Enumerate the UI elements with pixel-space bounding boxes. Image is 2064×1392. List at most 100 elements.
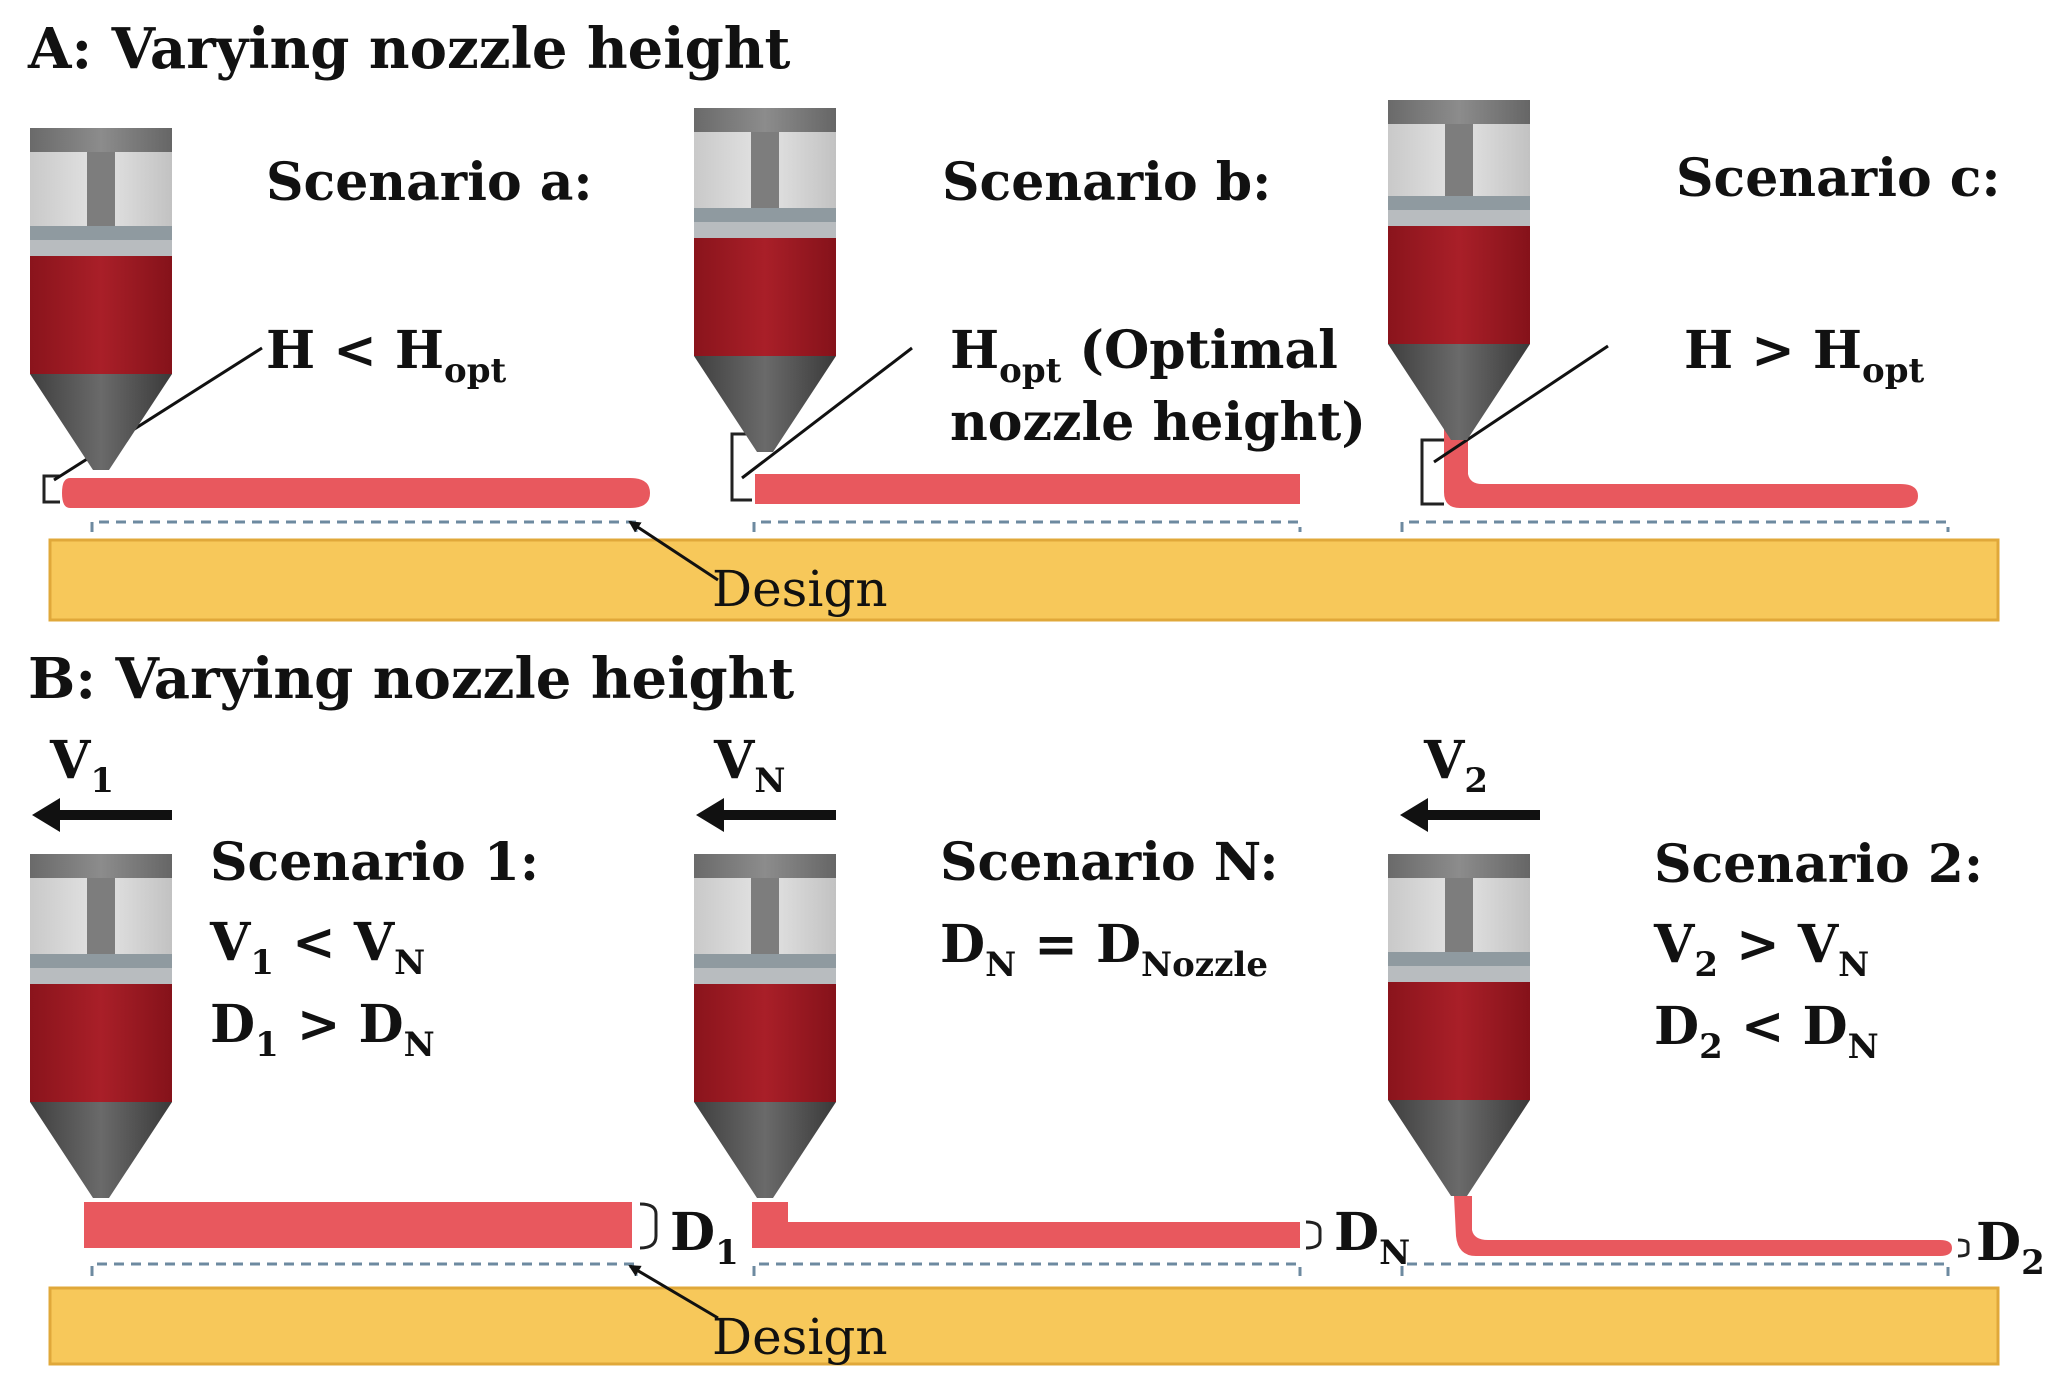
bioink-fill — [30, 256, 172, 374]
design-line-a1 — [90, 520, 638, 532]
diameter-bracket-1 — [639, 1202, 658, 1250]
bead-scenario-1 — [84, 1202, 632, 1248]
design-baselines-b — [90, 1262, 1950, 1276]
bead-scenario-n — [752, 1202, 1300, 1248]
syringe-scenario-a — [30, 128, 172, 470]
scenario-b-title: Scenario b: — [942, 152, 1271, 213]
diameter-label-n: DN — [1334, 1202, 1410, 1273]
gap-bracket-c — [1420, 438, 1444, 506]
syringes — [30, 100, 1530, 1198]
plunger-seal — [1388, 210, 1530, 226]
nozzle-tip — [1388, 344, 1530, 440]
design-label-a: Design — [712, 560, 888, 618]
syringe-cap — [694, 108, 836, 132]
plunger-seal — [1388, 966, 1530, 982]
design-baselines-a — [90, 520, 1950, 532]
scenario-2-eq1: V2 > VN — [1653, 914, 1869, 985]
scenario-a-title: Scenario a: — [266, 152, 593, 213]
plunger-piston — [30, 226, 172, 240]
velocity-indicators: V1 VN V2 — [32, 730, 1540, 832]
syringe-cap — [1388, 100, 1530, 124]
panel-b: B: Varying nozzle height V1 VN V2 — [28, 646, 2045, 1366]
syringe-cap — [694, 854, 836, 878]
plunger-rod — [87, 152, 115, 226]
plunger-rod — [87, 878, 115, 954]
plunger-rod — [751, 878, 779, 954]
design-label-b: Design — [712, 1308, 888, 1366]
scenario-n-title: Scenario N: — [940, 832, 1279, 893]
bioink-fill — [694, 238, 836, 356]
syringe-scenario-b — [694, 108, 836, 452]
direction-arrow-icon — [696, 798, 836, 832]
gap-bracket-b — [730, 432, 752, 502]
nozzle-tip — [694, 1102, 836, 1198]
bioink-fill — [694, 984, 836, 1102]
substrate-b — [48, 1286, 2000, 1366]
plunger-piston — [1388, 196, 1530, 210]
diameter-brackets — [639, 1202, 1970, 1258]
design-line-a2 — [752, 520, 1302, 532]
scenario-b-relation-line2: nozzle height) — [950, 392, 1366, 453]
scenario-2-title: Scenario 2: — [1654, 834, 1983, 895]
scenario-1-eq1: V1 < VN — [209, 912, 425, 983]
design-line-b2 — [752, 1262, 1302, 1276]
bead-scenario-b — [755, 474, 1300, 504]
scenario-b-relation: Hopt (Optimal — [950, 320, 1338, 391]
bead-scenario-2 — [1454, 1196, 1952, 1256]
nozzle-tip — [694, 356, 836, 452]
design-line-b3 — [1400, 1262, 1950, 1276]
design-line-a3 — [1400, 520, 1950, 532]
nozzle-tip — [1388, 1100, 1530, 1196]
direction-arrow-icon — [32, 798, 172, 832]
plunger-piston — [694, 954, 836, 968]
plunger-seal — [694, 968, 836, 984]
height-brackets-a — [42, 432, 1444, 506]
panel-b-title: B: Varying nozzle height — [28, 646, 794, 712]
design-line-b1 — [90, 1262, 638, 1276]
plunger-seal — [30, 240, 172, 256]
printed-beads-a — [62, 408, 1918, 508]
design-arrow-b — [628, 1264, 719, 1320]
bioink-fill — [1388, 982, 1530, 1100]
bioink-fill — [30, 984, 172, 1102]
nozzle-tip — [30, 374, 172, 470]
bead-scenario-a — [62, 478, 650, 508]
bead-scenario-c — [1444, 408, 1918, 508]
plunger-rod — [1445, 878, 1473, 952]
scenario-2-eq2: D2 < DN — [1654, 996, 1879, 1067]
plunger-seal — [694, 222, 836, 238]
syringe-scenario-2 — [1388, 854, 1530, 1196]
plunger-piston — [30, 954, 172, 968]
velocity-label-1: V1 — [49, 730, 114, 801]
scenario-1-eq2: D1 > DN — [210, 994, 435, 1065]
plunger-rod — [1445, 124, 1473, 196]
substrate-a — [48, 538, 2000, 622]
diameter-label-2: D2 — [1976, 1212, 2045, 1283]
syringe-cap — [30, 854, 172, 878]
scenario-1-title: Scenario 1: — [210, 832, 539, 893]
plunger-piston — [694, 208, 836, 222]
scenario-c-title: Scenario c: — [1676, 148, 2001, 209]
panel-a: A: Varying nozzle height D — [27, 16, 2001, 622]
leader-line-c — [1433, 344, 1609, 464]
printed-beads-b — [84, 1196, 1952, 1256]
syringe-cap — [1388, 854, 1530, 878]
diameter-bracket-2 — [1957, 1238, 1970, 1258]
plunger-rod — [751, 132, 779, 208]
syringe-scenario-n — [694, 854, 836, 1198]
direction-arrow-icon — [1400, 798, 1540, 832]
design-arrow-a — [628, 520, 719, 582]
gap-bracket-a — [42, 474, 60, 504]
diameter-bracket-n — [1305, 1220, 1322, 1250]
scenario-n-eq1: DN = DNozzle — [940, 914, 1268, 985]
syringe-cap — [30, 128, 172, 152]
diameter-label-1: D1 — [670, 1202, 739, 1273]
panel-a-title: A: Varying nozzle height — [27, 16, 790, 82]
velocity-label-2: V2 — [1423, 730, 1488, 801]
scenario-a-relation: H < Hopt — [266, 320, 506, 391]
plunger-piston — [1388, 952, 1530, 966]
plunger-seal — [30, 968, 172, 984]
scenario-c-relation: H > Hopt — [1684, 320, 1924, 391]
